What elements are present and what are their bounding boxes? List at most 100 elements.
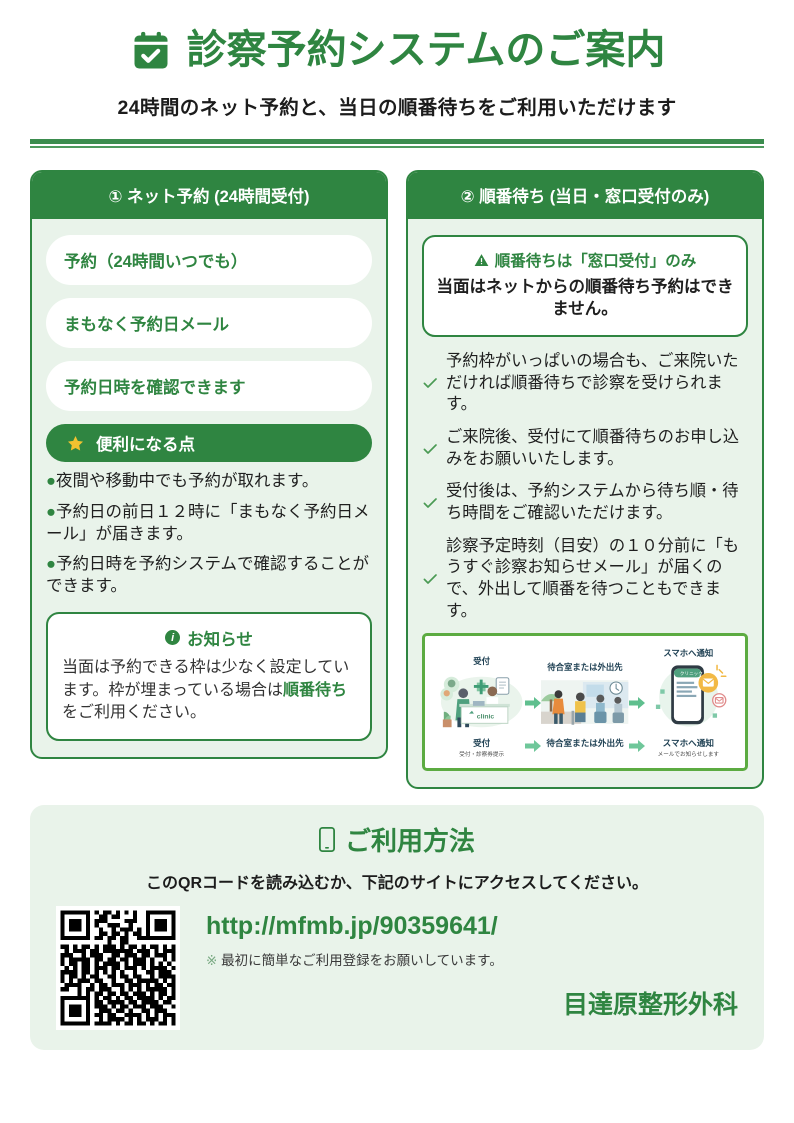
bullet-mark: ● — [46, 502, 56, 521]
divider-thick — [30, 139, 764, 144]
check-list-item: ご来院後、受付にて順番待ちのお申し込みをお願いいたします。 — [422, 427, 748, 470]
usage-title-row: ご利用方法 — [56, 821, 738, 858]
calendar-check-icon — [134, 31, 168, 69]
info-icon: i — [165, 630, 181, 646]
arrow-right-icon — [628, 739, 645, 752]
check-icon — [423, 443, 437, 454]
usage-title: ご利用方法 — [344, 825, 475, 856]
benefit-text: 夜間や移動中でも予約が取れます。 — [55, 472, 319, 490]
booking-url[interactable]: http://mfmb.jp/90359641/ — [206, 911, 498, 940]
step-title: 待合室または外出先 — [546, 737, 624, 748]
flow-illustration-frame: 受付 — [422, 633, 748, 771]
illustration-step-labels: 受付 受付・診察券提示 待合室または外出先 — [434, 734, 736, 759]
check-item-text: 診察予定時刻（目安）の１０分前に「もうすぐ診察お知らせメール」が届くので、外出し… — [446, 536, 740, 620]
notice-title-row: i お知らせ — [62, 626, 356, 650]
warning-card: 順番待ちは「窓口受付」のみ 当面はネットからの順番待ち予約はできません。 — [422, 235, 748, 337]
scene-label: スマホへ通知 — [663, 648, 714, 659]
bullet-mark: ● — [46, 555, 56, 574]
step-chip: 予約（24時間いつでも） — [46, 235, 372, 285]
step-chip: まもなく予約日メール — [46, 298, 372, 348]
notice-title: お知らせ — [187, 630, 253, 649]
svg-text:クリニック: クリニック — [680, 671, 703, 677]
check-list-item: 予約枠がいっぱいの場合も、ご来院いただければ順番待ちで診察を受けられます。 — [422, 351, 748, 416]
step-label-block: 待合室または外出先 — [541, 737, 628, 750]
notice-text-after: をご利用ください。 — [62, 704, 207, 722]
queue-waiting-body: 順番待ちは「窓口受付」のみ 当面はネットからの順番待ち予約はできません。 予約枠… — [408, 219, 762, 787]
check-icon — [423, 378, 437, 389]
net-reservation-body: 予約（24時間いつでも） まもなく予約日メール 予約日時を確認できます 便利にな… — [32, 219, 386, 757]
check-item-text: 受付後は、予約システムから待ち順・待ち時間をご確認いただけます。 — [446, 482, 739, 522]
scene-label: 受付 — [473, 655, 491, 666]
arrow-right-icon — [525, 696, 542, 709]
step-chip: 予約日時を確認できます — [46, 361, 372, 411]
queue-waiting-heading: ② 順番待ち (当日・窓口受付のみ) — [408, 172, 762, 219]
benefits-label: 便利になる点 — [96, 436, 195, 454]
warning-body: 当面はネットからの順番待ち予約はできません。 — [436, 278, 734, 319]
waiting-room-illustration — [541, 680, 629, 725]
benefit-item: ●予約日時を予約システムで確認することができます。 — [46, 554, 372, 598]
net-reservation-heading: ① ネット予約 (24時間受付) — [32, 172, 386, 219]
notice-highlight: 順番待ち — [282, 681, 347, 699]
reception-illustration: clinic — [440, 676, 523, 727]
scene-reception: 受付 — [438, 655, 525, 734]
warning-title-row: 順番待ちは「窓口受付」のみ — [436, 249, 734, 271]
check-list-item: 診察予定時刻（目安）の１０分前に「もうすぐ診察お知らせメール」が届くので、外出し… — [422, 536, 748, 623]
check-item-text: ご来院後、受付にて順番待ちのお申し込みをお願いいたします。 — [446, 427, 740, 468]
step-label-block: 受付 受付・診察券提示 — [438, 737, 525, 758]
flow-illustration: 受付 — [432, 643, 738, 761]
registration-note-text: 最初に簡単なご利用登録をお願いしています。 — [221, 952, 503, 968]
arrow-cell — [628, 696, 645, 734]
benefits-header: 便利になる点 — [46, 424, 372, 462]
queue-checklist: 予約枠がいっぱいの場合も、ご来院いただければ順番待ちで診察を受けられます。 ご来… — [422, 351, 748, 622]
qr-row: http://mfmb.jp/90359641/ ※ 最初に簡単なご利用登録をお… — [56, 905, 738, 1030]
star-icon — [67, 435, 84, 450]
arrow-right-icon — [628, 696, 645, 709]
arrow-cell — [525, 737, 542, 757]
check-icon — [423, 574, 437, 584]
check-list-item: 受付後は、予約システムから待ち順・待ち時間をご確認いただけます。 — [422, 481, 748, 524]
illustration-scene-row: 受付 — [434, 647, 736, 734]
benefit-item: ●予約日の前日１２時に「まもなく予約日メール」が届きます。 — [46, 502, 372, 546]
net-reservation-panel: ① ネット予約 (24時間受付) 予約（24時間いつでも） まもなく予約日メール… — [30, 170, 388, 759]
notice-card: i お知らせ 当面は予約できる枠は少なく設定しています。枠が埋まっている場合は順… — [46, 611, 372, 741]
warning-title: 順番待ちは「窓口受付」のみ — [494, 253, 697, 270]
step-title: スマホへ通知 — [662, 737, 714, 748]
page-title: 診察予約システムのご案内 — [186, 28, 666, 72]
scene-label: 待合室または外出先 — [547, 661, 623, 672]
arrow-cell — [525, 696, 542, 734]
page-subtitle: 24時間のネット予約と、当日の順番待ちをご利用いただけます — [117, 97, 677, 119]
divider-thin — [30, 146, 764, 148]
usage-panel: ご利用方法 このQRコードを読み込むか、下記のサイトにアクセスしてください。 — [30, 804, 764, 1050]
benefit-item: ●夜間や移動中でも予約が取れます。 — [46, 471, 372, 493]
queue-waiting-panel: ② 順番待ち (当日・窓口受付のみ) 順番待ちは「窓口受付」のみ 当面はネットか… — [406, 170, 764, 789]
arrow-cell — [628, 737, 645, 757]
clinic-sign-text: clinic — [477, 713, 495, 720]
arrow-right-icon — [525, 739, 542, 752]
warning-triangle-icon — [474, 254, 489, 266]
scene-smartphone-notice: スマホへ通知 クリニック — [645, 647, 732, 734]
scene-waiting-room: 待合室または外出先 — [541, 661, 629, 734]
notice-body: 当面は予約できる枠は少なく設定しています。枠が埋まっている場合は順番待ちをご利用… — [62, 657, 356, 725]
notice-text-before: 当面は予約できる枠は少なく設定しています。枠が埋まっている場合は — [62, 658, 350, 699]
panels-container: ① ネット予約 (24時間受付) 予約（24時間いつでも） まもなく予約日メール… — [30, 170, 764, 789]
asterisk-mark: ※ — [206, 952, 218, 968]
usage-subtitle: このQRコードを読み込むか、下記のサイトにアクセスしてください。 — [146, 874, 648, 892]
registration-note: ※ 最初に簡単なご利用登録をお願いしています。 — [206, 949, 738, 969]
poster-header: 診察予約システムのご案内 24時間のネット予約と、当日の順番待ちをご利用いただけ… — [30, 0, 764, 148]
qr-info: http://mfmb.jp/90359641/ ※ 最初に簡単なご利用登録をお… — [206, 906, 738, 1021]
step-title: 受付 — [473, 737, 491, 748]
check-icon — [423, 498, 437, 508]
qr-code-icon[interactable] — [56, 905, 180, 1030]
smartphone-icon — [318, 826, 335, 852]
step-sub: 受付・診察券提示 — [459, 751, 505, 758]
step-label-block: スマホへ通知 メールでお知らせします — [645, 737, 732, 758]
benefit-text: 予約日の前日１２時に「まもなく予約日メール」が届きます。 — [46, 502, 370, 543]
benefit-text: 予約日時を予約システムで確認することができます。 — [46, 555, 369, 596]
benefits-list: ●夜間や移動中でも予約が取れます。 ●予約日の前日１２時に「まもなく予約日メール… — [46, 471, 372, 598]
check-item-text: 予約枠がいっぱいの場合も、ご来院いただければ順番待ちで診察を受けられます。 — [446, 351, 739, 414]
bullet-mark: ● — [46, 472, 56, 490]
smartphone-illustration: クリニック — [655, 664, 727, 727]
clinic-name: 目達原整形外科 — [562, 990, 738, 1019]
title-row: 診察予約システムのご案内 — [30, 26, 764, 74]
